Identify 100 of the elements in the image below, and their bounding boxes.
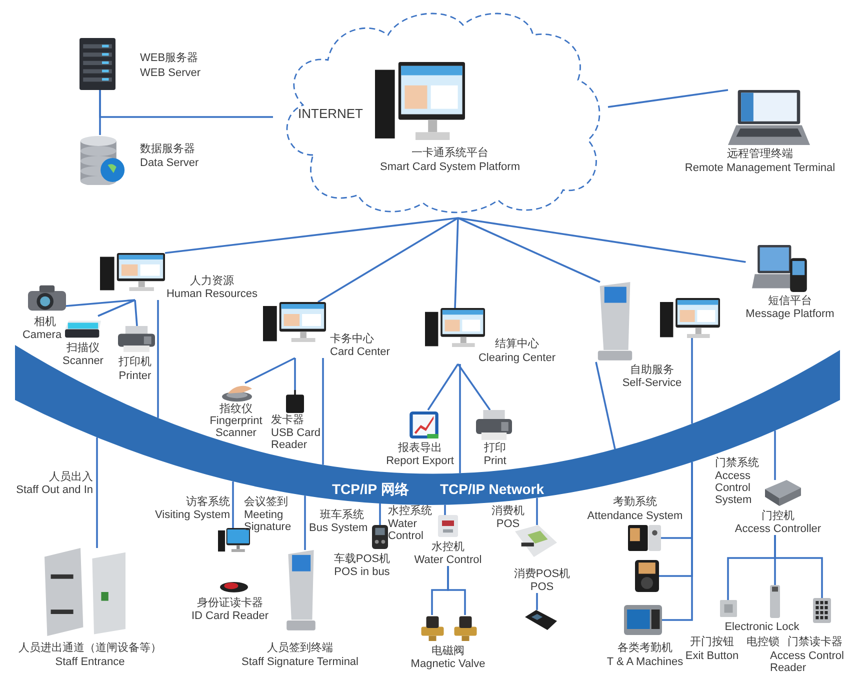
connector-line xyxy=(164,217,458,254)
connector-line xyxy=(322,358,324,465)
connector-line xyxy=(459,364,461,474)
system-label: Water Control xyxy=(388,518,424,542)
device-label: 发卡器 xyxy=(271,414,304,426)
system-label: T & A Machines xyxy=(606,656,684,668)
connector-line xyxy=(134,300,138,326)
device-label: 打印 xyxy=(484,442,506,454)
device-label: 结算中心 xyxy=(495,338,539,350)
device-label: Staff Entrance xyxy=(55,656,125,668)
connector-line xyxy=(99,90,101,135)
band-label: TCP/IP Network xyxy=(440,481,544,497)
device-label: 相机 xyxy=(34,316,56,328)
device-label: 人员进出通道（道闸设备等） xyxy=(18,642,162,654)
connector-line xyxy=(294,358,296,390)
system-label: Staff Out and In xyxy=(16,484,93,496)
connector-line xyxy=(304,496,306,550)
system-label: Bus System xyxy=(309,522,368,534)
device-label: 扫描仪 xyxy=(66,342,100,354)
device-label: WEB服务器 xyxy=(140,52,198,64)
connector-line xyxy=(608,89,728,108)
system-label: 门禁系统 xyxy=(715,457,759,469)
device-label: Remote Management Terminal xyxy=(684,162,836,174)
system-label: Meeting Signature xyxy=(244,509,292,533)
connector-line xyxy=(662,462,693,621)
system-label: POS xyxy=(496,518,520,530)
connector-line xyxy=(98,299,136,317)
connector-line xyxy=(691,338,693,424)
device-label: Exit Button xyxy=(685,650,739,662)
connector-line xyxy=(447,566,466,615)
system-label: Visiting System xyxy=(155,509,230,521)
connector-line xyxy=(157,300,159,418)
connector-line xyxy=(774,535,823,598)
connector-line xyxy=(379,504,381,525)
connector-line xyxy=(444,504,446,515)
connector-line xyxy=(458,217,600,283)
system-label: Attendance System xyxy=(587,510,683,522)
connector-line xyxy=(232,481,234,528)
device-label: 短信平台 xyxy=(768,295,812,307)
device-label: ID Card Reader xyxy=(191,610,269,622)
system-label: 电磁阀 xyxy=(432,645,464,657)
device-label: Self-Service xyxy=(622,377,682,389)
system-label: 各类考勤机 xyxy=(618,642,672,654)
device-label: Smart Card System Platform xyxy=(380,161,520,173)
device-label: 开门按钮 xyxy=(690,636,734,648)
device-label: Card Center xyxy=(330,346,390,358)
device-label: 指纹仪 xyxy=(220,403,252,415)
device-label: Report Export xyxy=(386,455,454,467)
connector-line xyxy=(66,299,136,307)
device-label: Message Platform xyxy=(746,308,834,320)
device-label: 数据服务器 xyxy=(140,143,195,155)
system-label: 会议签到 xyxy=(244,496,288,508)
device-label: 一卡通系统平台 xyxy=(412,147,488,159)
device-label: Clearing Center xyxy=(478,352,556,364)
device-label: Access Control Reader xyxy=(770,650,845,674)
connector-line xyxy=(454,218,459,308)
device-label: Water Control xyxy=(414,554,482,566)
connector-line xyxy=(318,217,458,303)
device-label: Fingerprint Scanner xyxy=(208,415,264,439)
device-label: POS in bus xyxy=(334,566,390,578)
device-label: USB Card Reader xyxy=(271,427,321,451)
connector-line xyxy=(457,363,491,411)
band-label: TCP/IP 网络 xyxy=(332,481,409,497)
system-label: 水控系统 xyxy=(388,505,432,517)
device-label: 远程管理终端 xyxy=(727,148,793,160)
connector-line xyxy=(96,437,98,548)
connector-line xyxy=(536,593,538,610)
device-label: WEB Server xyxy=(140,67,201,79)
device-label: 身份证读卡器 xyxy=(197,597,263,609)
device-label: 人员签到终端 xyxy=(267,642,333,654)
device-label: Camera xyxy=(22,329,62,341)
system-label: 班车系统 xyxy=(320,509,364,521)
system-label: 人员出入 xyxy=(49,471,93,483)
connector-line xyxy=(595,362,616,450)
device-label: Print xyxy=(484,455,506,467)
device-label: 车载POS机 xyxy=(334,553,390,565)
device-label: 门控机 xyxy=(762,510,794,522)
device-label: 电控锁 xyxy=(746,636,780,648)
system-label: 考勤系统 xyxy=(613,496,657,508)
system-label: Access Control System xyxy=(715,470,753,506)
device-label: 打印机 xyxy=(118,356,152,368)
system-label: 消费机 xyxy=(492,505,524,517)
device-label: 门禁读卡器 xyxy=(788,636,842,648)
device-label: 报表导出 xyxy=(398,442,442,454)
device-label: 消费POS机 xyxy=(514,568,570,580)
device-label: Electronic Lock xyxy=(724,621,800,633)
system-label: 访客系统 xyxy=(186,496,230,508)
device-label: 自助服务 xyxy=(630,364,674,376)
device-label: Scanner xyxy=(62,355,104,367)
device-label: 卡务中心 xyxy=(330,333,374,345)
system-label: Magnetic Valve xyxy=(410,658,486,670)
network-label: INTERNET xyxy=(298,106,363,121)
device-label: Data Server xyxy=(140,157,199,169)
connector-line xyxy=(427,364,459,410)
device-label: Access Controller xyxy=(734,523,822,535)
device-label: Human Resources xyxy=(166,288,258,300)
connector-line xyxy=(458,217,746,263)
connector-line xyxy=(536,498,538,525)
device-label: 水控机 xyxy=(432,541,464,553)
connector-line xyxy=(244,357,296,384)
